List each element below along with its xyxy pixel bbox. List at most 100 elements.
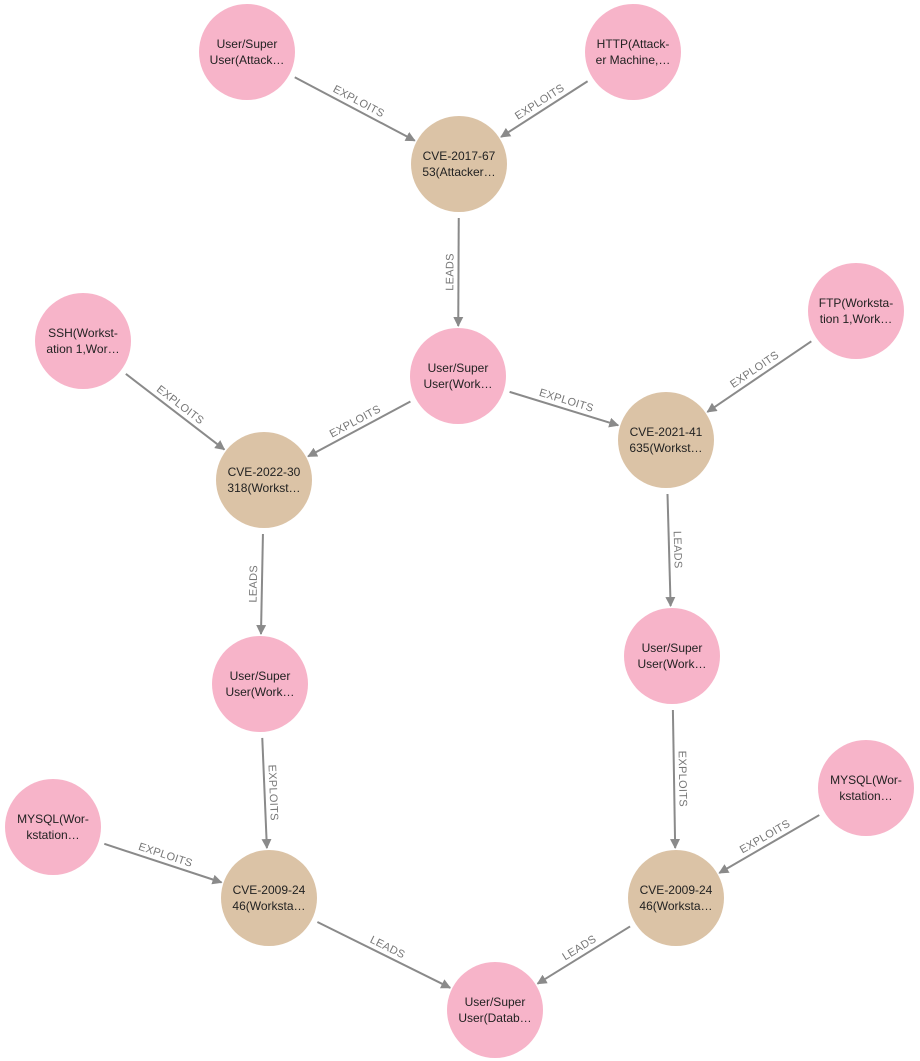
edge-n3-n4: LEADS (444, 217, 464, 328)
node-label-line: User(Attack… (210, 53, 285, 67)
vulnerability-node-circle[interactable] (221, 850, 317, 946)
asset-node-circle[interactable] (212, 636, 308, 732)
node-label-line: 53(Attacker… (422, 165, 495, 179)
edge-n4-n8: EXPLOITS (509, 387, 620, 428)
node-label-line: User/Super (642, 641, 703, 655)
node-label-line: tion 1,Work… (820, 312, 892, 326)
edge-line (294, 76, 416, 142)
edge-line (316, 921, 452, 989)
node-label-line: MYSQL(Wor- (17, 812, 89, 826)
vulnerability-node-circle[interactable] (618, 392, 714, 488)
edge-line (256, 533, 267, 636)
node-n7[interactable]: CVE-2022-30 318(Workst… (216, 432, 312, 528)
node-label-line: 318(Workst… (227, 481, 300, 495)
edge-n9-n13: EXPLOITS (261, 737, 280, 850)
edge-line (670, 709, 681, 850)
edge-label: LEADS (444, 253, 456, 291)
node-n2[interactable]: HTTP(Attack-er Machine,… (585, 4, 681, 100)
node-label-line: User(Work… (225, 685, 294, 699)
edge-n8-n10: LEADS (665, 493, 684, 608)
vulnerability-node-circle[interactable] (216, 432, 312, 528)
asset-node-circle[interactable] (447, 962, 543, 1058)
node-label-line: ation 1,Wor… (46, 342, 119, 356)
node-n6[interactable]: FTP(Worksta-tion 1,Work… (808, 263, 904, 359)
node-label-line: 635(Workst… (629, 441, 702, 455)
edge-label: EXPLOITS (738, 818, 793, 857)
node-label-line: 46(Worksta… (232, 899, 305, 913)
node-label-line: kstation… (26, 828, 79, 842)
edge-n10-n14: EXPLOITS (670, 709, 689, 850)
edge-line (125, 373, 226, 451)
asset-node-circle[interactable] (624, 608, 720, 704)
node-label-line: CVE-2021-41 (630, 425, 703, 439)
asset-node-circle[interactable] (35, 293, 131, 389)
node-label-line: User/Super (428, 361, 489, 375)
edge-label: EXPLOITS (728, 349, 781, 390)
edge-n14-n15: LEADS (536, 925, 631, 985)
asset-node-circle[interactable] (5, 779, 101, 875)
node-n1[interactable]: User/SuperUser(Attack… (199, 4, 295, 100)
asset-node-circle[interactable] (410, 328, 506, 424)
edge-n1-n3: EXPLOITS (294, 76, 416, 142)
edge-label: EXPLOITS (538, 387, 595, 415)
edge-n4-n7: EXPLOITS (307, 400, 411, 458)
node-n5[interactable]: SSH(Workst-ation 1,Wor… (35, 293, 131, 389)
node-label-line: User/Super (230, 669, 291, 683)
node-label-line: CVE-2022-30 (228, 465, 301, 479)
edge-label: EXPLOITS (137, 841, 194, 870)
edge-label: EXPLOITS (676, 751, 689, 807)
node-label-line: 46(Worksta… (639, 899, 712, 913)
asset-node-circle[interactable] (199, 4, 295, 100)
node-n8[interactable]: CVE-2021-41 635(Workst… (618, 392, 714, 488)
asset-node-circle[interactable] (585, 4, 681, 100)
node-n13[interactable]: CVE-2009-24 46(Worksta… (221, 850, 317, 946)
edge-label: EXPLOITS (328, 403, 383, 440)
edge-n12-n14: EXPLOITS (718, 814, 820, 874)
vulnerability-node-circle[interactable] (628, 850, 724, 946)
edge-n6-n8: EXPLOITS (706, 340, 812, 413)
node-label-line: CVE-2009-24 (233, 883, 306, 897)
edge-line (103, 842, 223, 885)
edge-label: EXPLOITS (265, 764, 279, 821)
node-label-line: User(Work… (423, 377, 492, 391)
edge-line (261, 737, 272, 850)
asset-node-circle[interactable] (808, 263, 904, 359)
node-label-line: User(Work… (637, 657, 706, 671)
node-n14[interactable]: CVE-2009-24 46(Worksta… (628, 850, 724, 946)
node-label-line: MYSQL(Wor- (830, 773, 902, 787)
node-label-line: kstation… (839, 789, 892, 803)
node-label-line: User(Datab… (458, 1011, 531, 1025)
edge-line (453, 217, 464, 328)
node-n9[interactable]: User/SuperUser(Work… (212, 636, 308, 732)
edge-line (706, 340, 812, 413)
node-label-line: er Machine,… (596, 53, 671, 67)
node-n4[interactable]: User/SuperUser(Work… (410, 328, 506, 424)
edge-line (509, 390, 620, 428)
edge-line (718, 814, 820, 874)
node-label-line: CVE-2009-24 (640, 883, 713, 897)
node-n10[interactable]: User/SuperUser(Work… (624, 608, 720, 704)
edge-line (536, 925, 631, 985)
node-n12[interactable]: MYSQL(Wor-kstation… (818, 740, 914, 836)
node-n11[interactable]: MYSQL(Wor-kstation… (5, 779, 101, 875)
edge-n5-n7: EXPLOITS (125, 373, 226, 451)
node-label-line: SSH(Workst- (48, 326, 118, 340)
node-label-line: CVE-2017-67 (423, 149, 496, 163)
node-label-line: HTTP(Attack- (597, 37, 670, 51)
edge-line (307, 400, 411, 458)
edge-label: LEADS (671, 531, 684, 569)
edges-layer: EXPLOITS EXPLOITS LEADS EXPLOITS EXPLOITS EXP… (103, 76, 820, 989)
node-label-line: User/Super (217, 37, 278, 51)
edge-n11-n13: EXPLOITS (103, 841, 223, 885)
edge-label: EXPLOITS (154, 383, 206, 427)
node-n3[interactable]: CVE-2017-67 53(Attacker… (411, 116, 507, 212)
edge-n13-n15: LEADS (316, 921, 452, 989)
asset-node-circle[interactable] (818, 740, 914, 836)
vulnerability-node-circle[interactable] (411, 116, 507, 212)
edge-n7-n9: LEADS (248, 533, 267, 636)
node-n15[interactable]: User/SuperUser(Datab… (447, 962, 543, 1058)
edge-line (665, 493, 676, 608)
edge-n2-n3: EXPLOITS (500, 80, 589, 138)
